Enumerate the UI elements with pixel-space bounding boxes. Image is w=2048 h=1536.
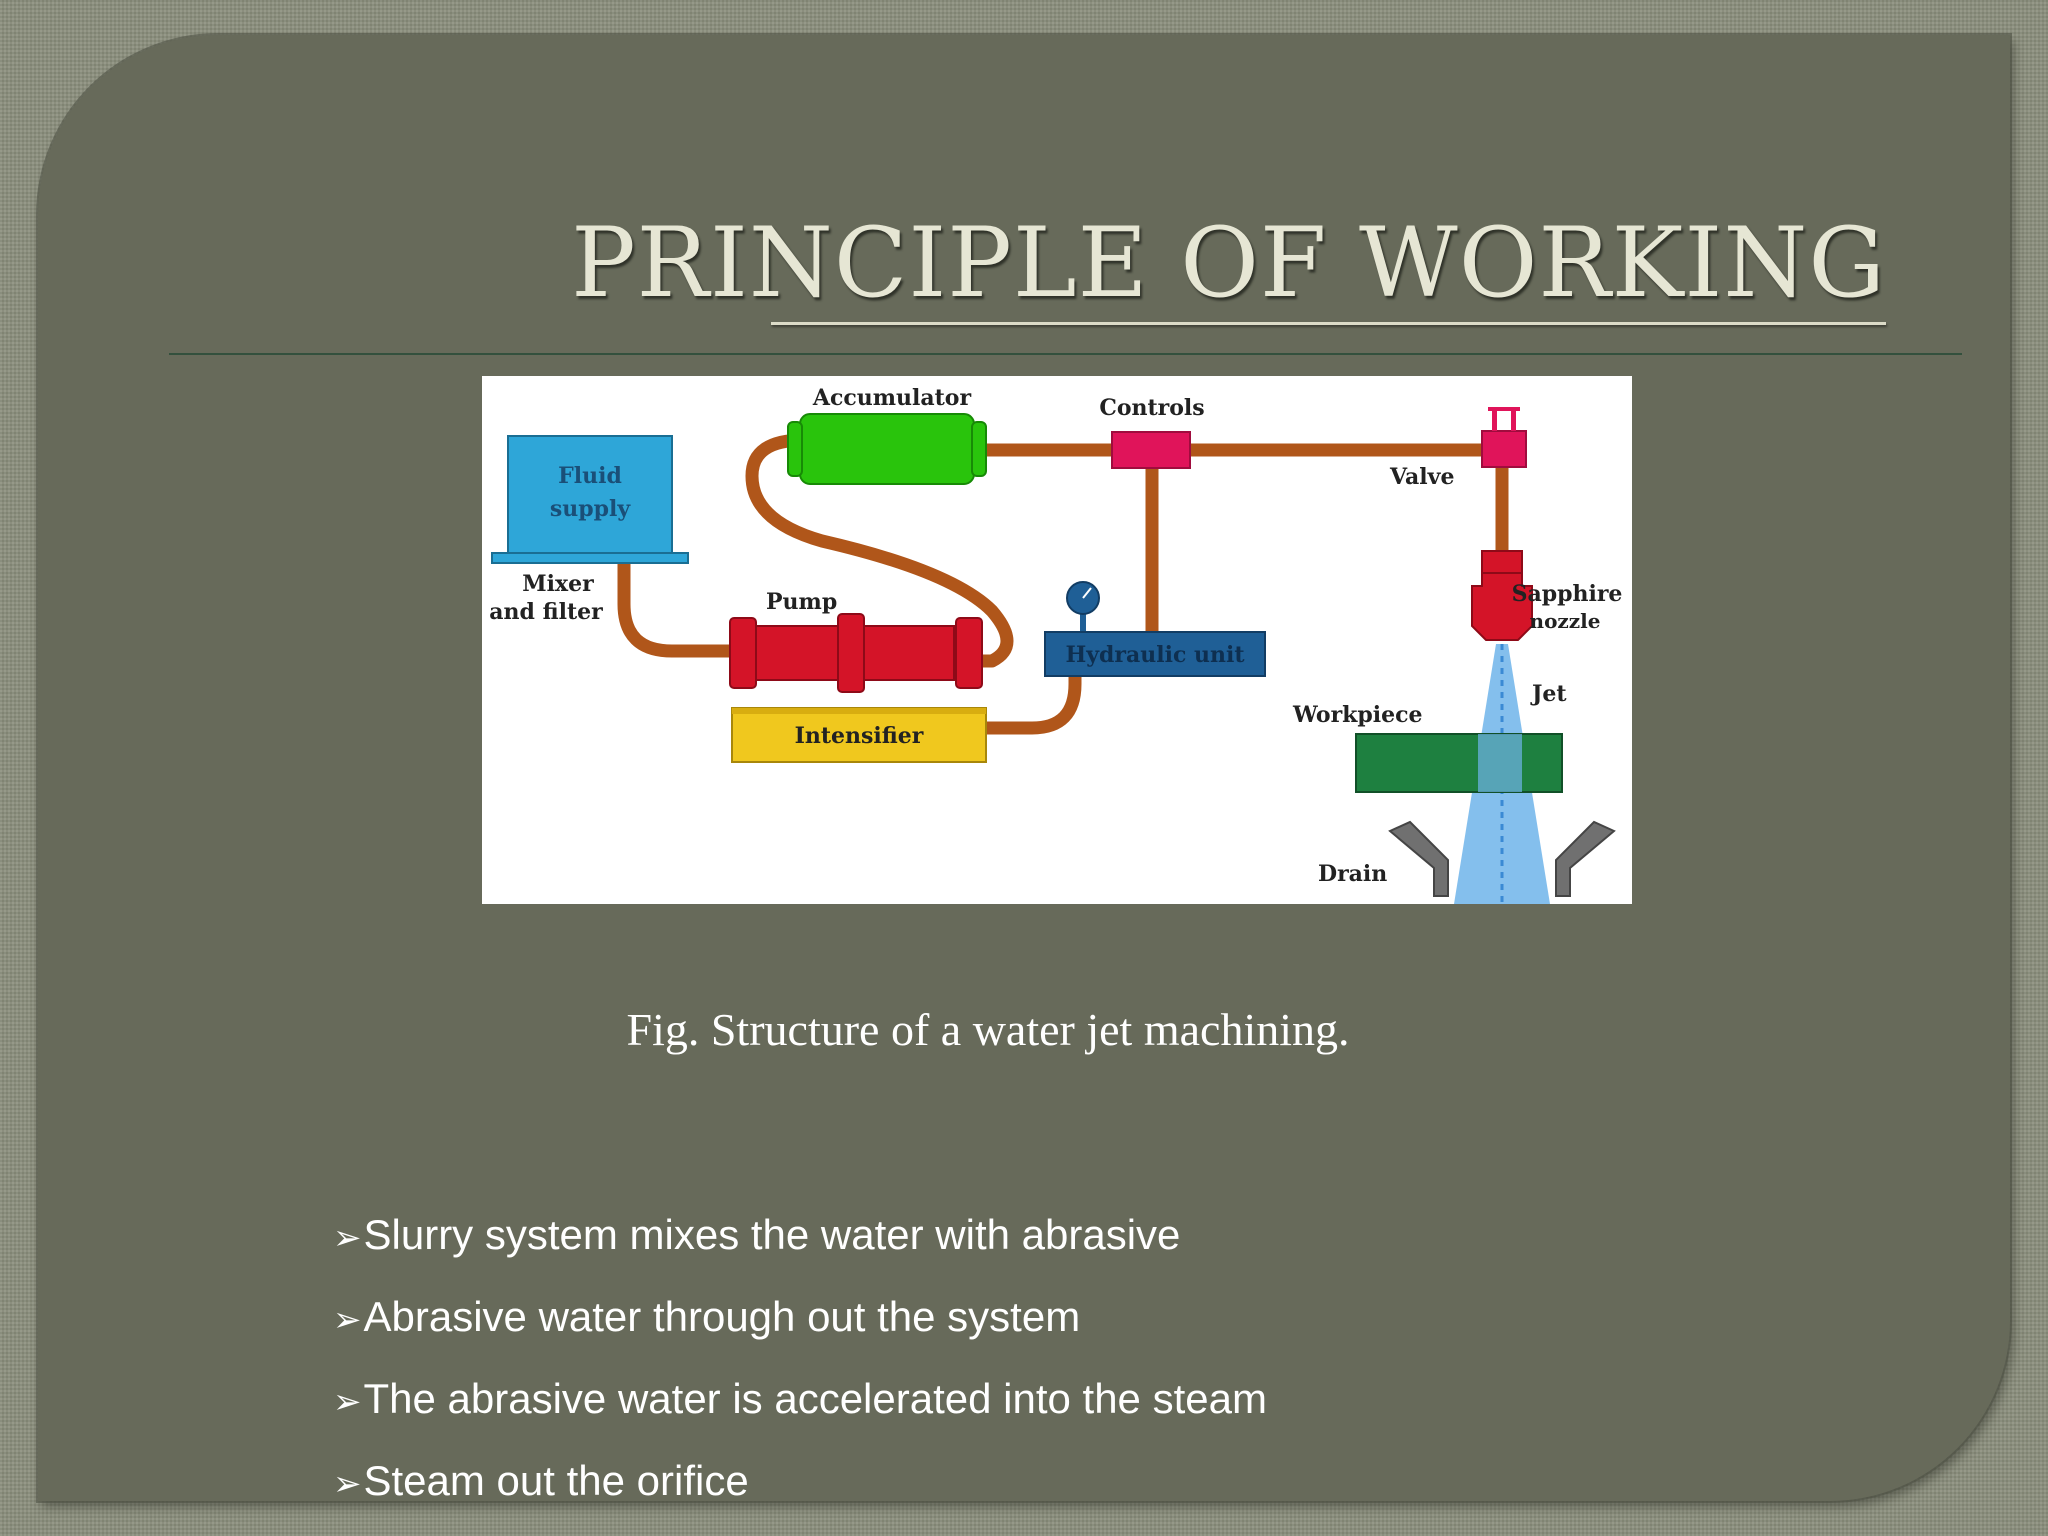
accumulator-loop-pipe — [745, 433, 1014, 668]
mixer-label-2: and filter — [489, 599, 603, 625]
hydraulic-unit-label: Hydraulic unit — [1065, 642, 1245, 668]
bullet-list: ➢Slurry system mixes the water with abra… — [333, 1205, 1267, 1533]
mixer-label-1: Mixer — [522, 571, 594, 597]
supply-pipe — [617, 549, 737, 658]
accumulator-tank — [799, 413, 975, 485]
fluid-supply-base — [491, 552, 689, 564]
bullet-text: The abrasive water is accelerated into t… — [363, 1375, 1267, 1422]
workpiece-block — [1355, 733, 1563, 793]
bullet-item: ➢Steam out the orifice — [333, 1451, 1267, 1533]
drain-right-icon — [1555, 820, 1616, 897]
drain-label: Drain — [1318, 861, 1387, 887]
bullet-item: ➢Abrasive water through out the system — [333, 1287, 1267, 1369]
bullet-item: ➢The abrasive water is accelerated into … — [333, 1369, 1267, 1451]
jet-label: Jet — [1530, 681, 1567, 707]
controls-label: Controls — [1099, 395, 1204, 421]
arrowhead-bullet-icon: ➢ — [333, 1382, 362, 1422]
pump-label: Pump — [766, 589, 837, 615]
slide-panel: PRINCIPLE OF WORKING Fluid supply Mixer … — [38, 35, 2010, 1504]
drain-left-icon — [1388, 820, 1449, 897]
accumulator-label: Accumulator — [812, 385, 972, 411]
sapphire-label-2: nozzle — [1530, 609, 1601, 633]
arrowhead-bullet-icon: ➢ — [333, 1464, 362, 1504]
bullet-text: Abrasive water through out the system — [363, 1293, 1081, 1340]
water-jet-diagram: Fluid supply Mixer and filter Accumulato… — [482, 376, 1632, 904]
fluid-supply-tank — [507, 435, 673, 559]
intensifier-label: Intensifier — [795, 723, 924, 749]
fluid-supply-label-2: supply — [550, 496, 632, 522]
bullet-item: ➢Slurry system mixes the water with abra… — [333, 1205, 1267, 1287]
controls-box — [1111, 431, 1191, 469]
valve-label: Valve — [1389, 464, 1454, 490]
fluid-supply-label-1: Fluid — [558, 463, 622, 489]
arrowhead-bullet-icon: ➢ — [333, 1300, 362, 1340]
slide-title: PRINCIPLE OF WORKING — [571, 207, 1886, 319]
bullet-text: Steam out the orifice — [363, 1457, 749, 1504]
sapphire-nozzle — [1471, 572, 1533, 641]
sapphire-label-1: Sapphire — [1512, 581, 1623, 607]
divider-rule — [169, 353, 1962, 355]
bullet-text: Slurry system mixes the water with abras… — [363, 1211, 1181, 1258]
nozzle-top — [1481, 550, 1523, 574]
arrowhead-bullet-icon: ➢ — [333, 1218, 362, 1258]
valve-box — [1481, 430, 1527, 468]
workpiece-label: Workpiece — [1292, 702, 1423, 728]
title-underline — [771, 322, 1886, 325]
figure-caption: Fig. Structure of a water jet machining. — [626, 1004, 1350, 1055]
intensifier-return-pipe — [980, 649, 1082, 735]
hydraulic-unit-box — [1044, 631, 1266, 677]
